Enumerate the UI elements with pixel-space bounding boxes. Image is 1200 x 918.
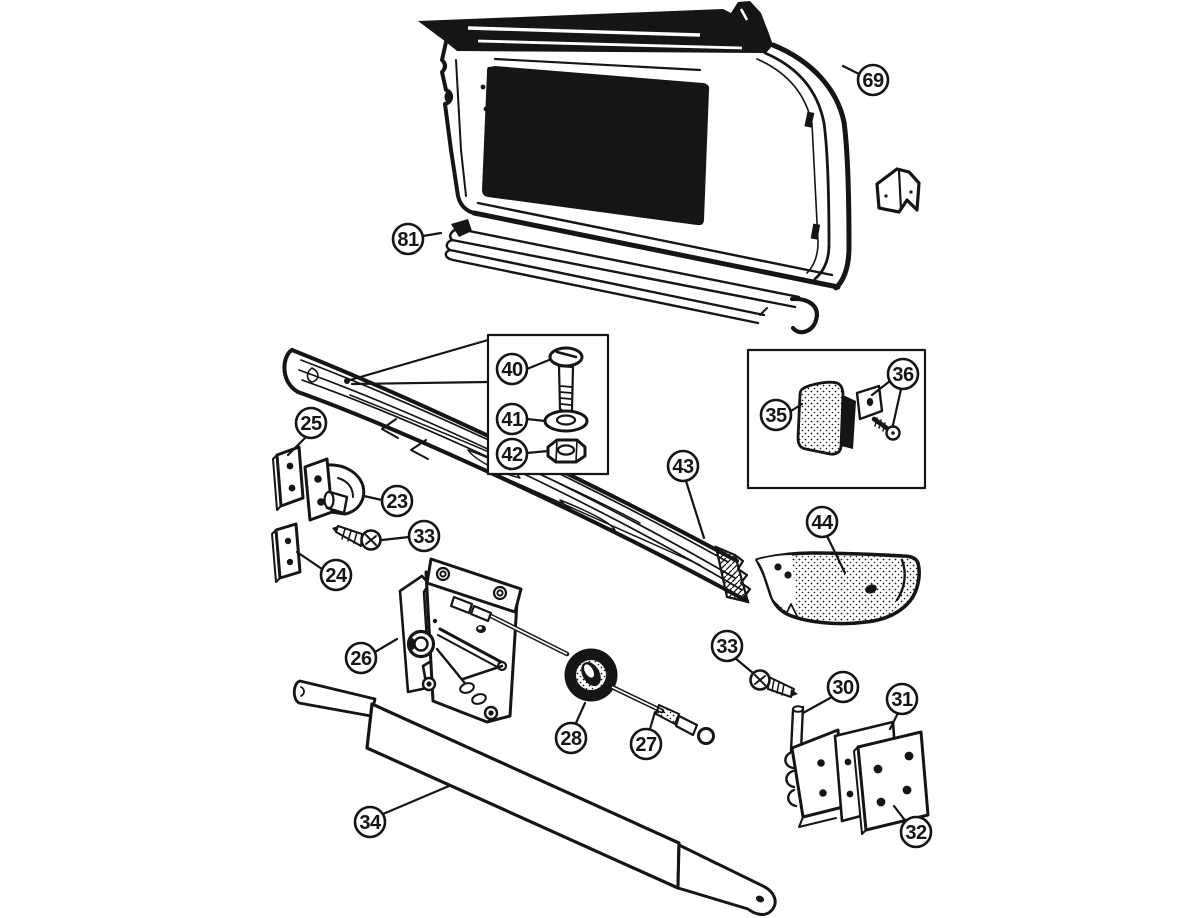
svg-text:25: 25 <box>300 413 322 435</box>
callout-25: 25 <box>286 406 328 457</box>
door-hinge-30 <box>784 705 845 828</box>
callouts: 69 81 40 41 42 35 36 25 <box>286 63 933 849</box>
door-bottom-channel <box>292 679 777 916</box>
callout-35: 35 <box>759 398 804 432</box>
rail-end-cap <box>755 551 921 626</box>
callout-41: 41 <box>495 402 547 436</box>
svg-text:41: 41 <box>501 409 523 431</box>
callout-30: 30 <box>801 670 860 715</box>
buffer-screw <box>871 416 901 441</box>
hinge-tapping-plate-32 <box>853 730 930 835</box>
door-glazed-top-assembly <box>418 1 852 291</box>
callout-34: 34 <box>353 784 451 839</box>
nut <box>546 438 587 464</box>
buffer-plate <box>855 384 884 421</box>
callout-24: 24 <box>295 550 353 592</box>
callout-36: 36 <box>870 357 920 427</box>
washer <box>543 409 589 433</box>
svg-text:27: 27 <box>635 734 657 756</box>
rubber-buffer <box>796 380 856 456</box>
callout-27: 27 <box>629 710 663 761</box>
callout-43: 43 <box>666 449 706 540</box>
svg-text:35: 35 <box>765 405 787 427</box>
svg-text:81: 81 <box>397 229 419 251</box>
packing-plate-24 <box>271 522 302 583</box>
packing-plate-25 <box>272 445 305 511</box>
control-rod-27 <box>609 684 715 745</box>
svg-text:44: 44 <box>811 512 834 534</box>
door-latch-assembly <box>398 557 523 724</box>
callout-28: 28 <box>554 701 588 755</box>
callout-23: 23 <box>362 484 414 518</box>
callout-33-right: 33 <box>710 629 755 675</box>
svg-text:31: 31 <box>891 689 913 711</box>
dovetail-bracket-23 <box>303 457 366 522</box>
callout-26: 26 <box>344 637 399 675</box>
callout-33-left: 33 <box>380 519 441 553</box>
svg-text:30: 30 <box>832 677 854 699</box>
callout-42: 42 <box>495 437 550 471</box>
callout-69: 69 <box>841 63 890 97</box>
svg-text:24: 24 <box>325 565 348 587</box>
svg-text:23: 23 <box>386 491 408 513</box>
callout-81: 81 <box>391 222 443 256</box>
svg-text:43: 43 <box>672 456 694 478</box>
callout-40: 40 <box>495 352 551 386</box>
screw-33-right <box>749 669 798 698</box>
svg-text:40: 40 <box>501 359 523 381</box>
callout-32: 32 <box>892 804 933 849</box>
svg-text:33: 33 <box>413 526 435 548</box>
svg-text:26: 26 <box>350 648 372 670</box>
callout-44: 44 <box>805 505 847 575</box>
locating-knob-28 <box>564 648 618 702</box>
bolt <box>548 346 584 413</box>
svg-text:33: 33 <box>716 636 738 658</box>
svg-text:42: 42 <box>501 444 523 466</box>
svg-text:34: 34 <box>359 812 382 834</box>
svg-text:32: 32 <box>905 822 927 844</box>
svg-text:36: 36 <box>892 364 914 386</box>
corner-bracket <box>875 167 921 214</box>
svg-text:69: 69 <box>862 70 884 92</box>
callout-31: 31 <box>885 682 919 731</box>
screw-33-left <box>332 525 382 551</box>
glass-channel-rod <box>444 219 819 335</box>
remote-control-link <box>488 613 570 657</box>
svg-text:28: 28 <box>560 728 582 750</box>
